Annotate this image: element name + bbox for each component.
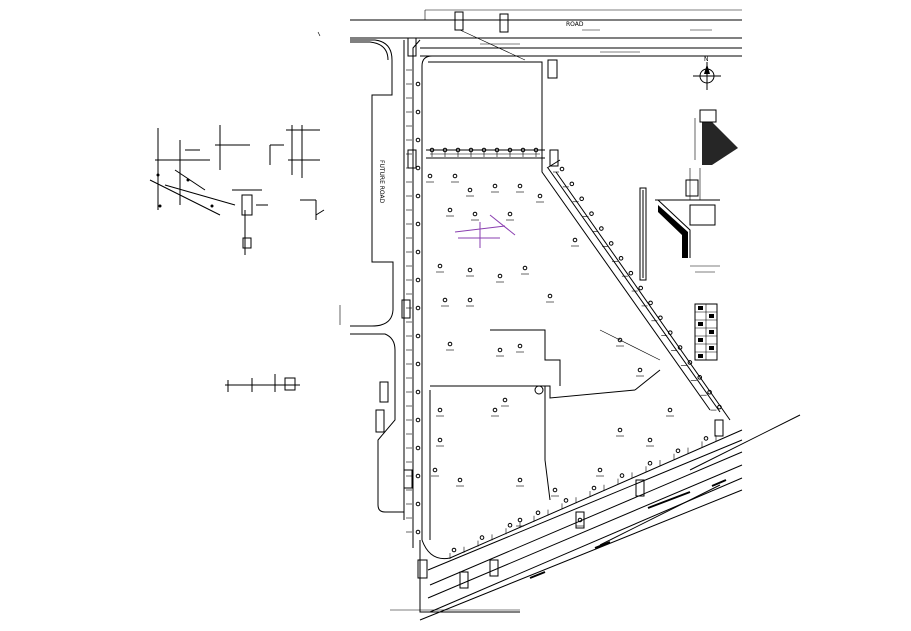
top-road: ROAD: [350, 9, 742, 79]
north-label: N: [704, 56, 709, 63]
section-detail: [639, 109, 738, 281]
purple-services: [454, 214, 516, 248]
service-marks: [406, 69, 722, 559]
site-boundary: [426, 61, 731, 421]
road-label: ROAD: [566, 21, 584, 28]
schedule-table: [694, 303, 718, 361]
north-arrow-icon: N: [693, 56, 721, 90]
left-detail-cluster: [149, 31, 325, 392]
future-road: FUTURE ROAD: [339, 37, 433, 548]
future-road-label: FUTURE ROAD: [378, 160, 385, 204]
south-road: [390, 414, 801, 621]
building-outlines: [429, 329, 661, 540]
